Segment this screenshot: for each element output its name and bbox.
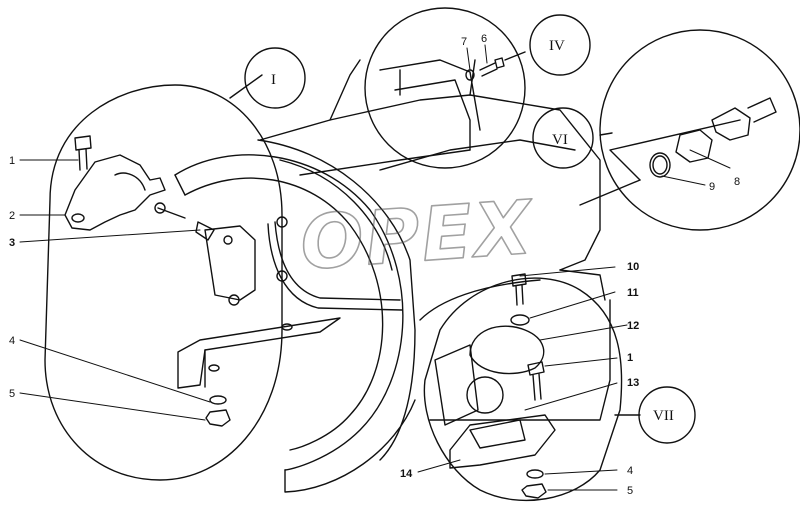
watermark: OPEX [298, 185, 538, 287]
callout-5-right: 5 [627, 485, 633, 497]
callout-14: 14 [400, 468, 413, 480]
view-labels: I IV VI VII [271, 38, 674, 424]
detail-view-VI [532, 29, 800, 231]
callout-4-left: 4 [9, 335, 15, 347]
detail-view-IV [364, 7, 591, 169]
callout-6: 6 [481, 33, 487, 45]
callout-12: 12 [627, 320, 639, 332]
callout-7: 7 [461, 36, 467, 48]
callout-9: 9 [709, 181, 715, 193]
view-label-I: I [271, 72, 276, 88]
callout-10: 10 [627, 261, 639, 273]
callout-11: 11 [627, 287, 639, 299]
callout-3: 3 [9, 237, 15, 249]
view-label-IV: IV [549, 38, 565, 54]
callout-4-right: 4 [627, 465, 633, 477]
leader-lines [19, 44, 731, 491]
detail-view-VII [423, 273, 696, 502]
callout-13: 13 [627, 377, 639, 389]
callout-1-right: 1 [627, 352, 633, 364]
callout-8: 8 [734, 176, 740, 188]
callout-labels: 1 2 3 4 5 7 6 8 9 10 11 12 1 13 14 4 5 [9, 33, 740, 497]
callout-2: 2 [9, 210, 15, 222]
view-label-VII: VII [653, 408, 674, 424]
callout-5-left: 5 [9, 388, 15, 400]
view-label-VI: VI [552, 132, 568, 148]
detail-view-I [44, 47, 306, 481]
callout-1-left: 1 [9, 155, 15, 167]
